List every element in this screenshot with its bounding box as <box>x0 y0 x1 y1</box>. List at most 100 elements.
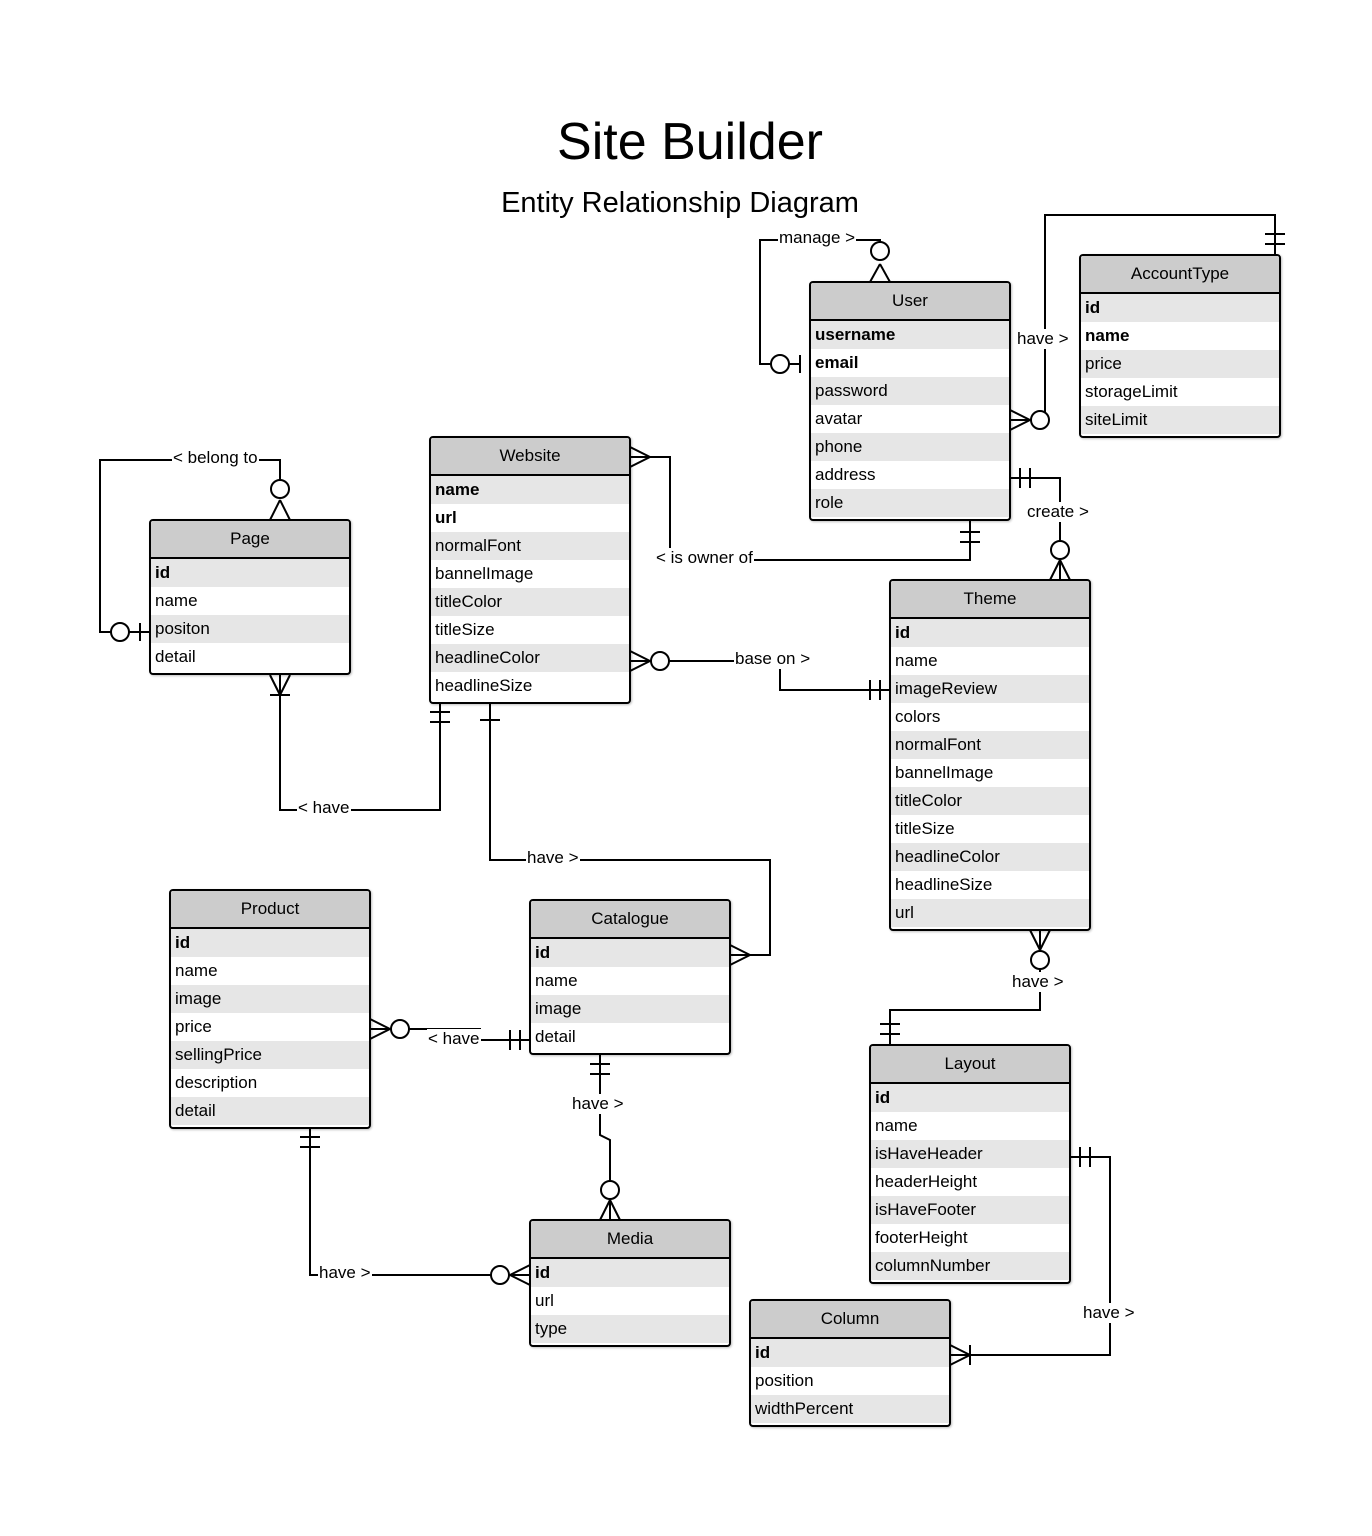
entity-header: Product <box>171 891 369 929</box>
attribute-row: description <box>175 1073 258 1092</box>
rel-layout-column <box>949 1147 1111 1366</box>
attribute-row: normalFont <box>431 532 629 560</box>
attribute-row: image <box>531 995 729 1023</box>
attribute-row: name <box>895 651 938 670</box>
label-page-belong: < belong to <box>172 448 259 468</box>
attribute-row: price <box>1081 350 1279 378</box>
attribute-row: id <box>531 1259 729 1287</box>
rel-theme-layout <box>880 929 1051 1045</box>
attribute-row: name <box>431 476 629 504</box>
rel-website-page <box>269 674 450 811</box>
attribute-row: id <box>1081 294 1279 322</box>
entity-attributes: name url normalFont bannelImage titleColor ti… <box>431 476 629 700</box>
attribute-row: image <box>171 985 369 1013</box>
rel-website-theme <box>629 650 890 700</box>
label-website-catalogue: have > <box>526 848 580 868</box>
label-layout-column: have > <box>1082 1303 1136 1323</box>
attribute-row: type <box>531 1315 729 1343</box>
attribute-row: detail <box>535 1027 576 1046</box>
attribute-row: email <box>815 353 859 372</box>
rel-product-media <box>300 1128 531 1286</box>
attribute-row: bannelImage <box>435 564 534 583</box>
entity-attributes: id name price storageLimit siteLimit <box>1081 294 1279 434</box>
rel-page-belong <box>99 459 291 642</box>
attribute-row: name <box>155 591 198 610</box>
attribute-row: id <box>531 939 729 967</box>
entity-header: Layout <box>871 1046 1069 1084</box>
attribute-row: imageReview <box>891 675 1089 703</box>
attribute-row: role <box>811 489 1009 517</box>
attribute-row: id <box>151 559 349 587</box>
attribute-row: headlineSize <box>435 676 533 695</box>
entity-attributes: id url type <box>531 1259 729 1343</box>
attribute-row: url <box>435 508 457 527</box>
attribute-row: name <box>1085 326 1130 345</box>
attribute-row: storageLimit <box>1085 382 1178 401</box>
attribute-row: titleSize <box>895 819 955 838</box>
label-website-user: < is owner of <box>655 548 754 568</box>
label-product-media: have > <box>318 1263 372 1283</box>
rel-user-manage <box>759 239 891 374</box>
label-user-accounttype: have > <box>1016 329 1070 349</box>
attribute-row: positon <box>151 615 349 643</box>
diagram-subtitle: Entity Relationship Diagram <box>501 187 859 219</box>
label-theme-layout: have > <box>1011 972 1065 992</box>
entity-attributes: username email password avatar phone address r… <box>811 321 1009 517</box>
diagram-title: Site Builder <box>557 113 823 171</box>
attribute-row: url <box>535 1291 554 1310</box>
entity-header: User <box>811 283 1009 321</box>
attribute-row: id <box>871 1084 1069 1112</box>
entity-header: Media <box>531 1221 729 1259</box>
attribute-row: headerHeight <box>875 1172 978 1191</box>
rel-user-theme <box>1010 468 1071 581</box>
label-user-theme: create > <box>1026 502 1090 522</box>
attribute-row: position <box>755 1371 814 1390</box>
attribute-row: avatar <box>815 409 863 428</box>
attribute-row: footerHeight <box>875 1228 968 1247</box>
label-catalogue-product: < have <box>427 1029 481 1049</box>
attribute-row: titleColor <box>431 588 629 616</box>
entity-header: Website <box>431 438 629 476</box>
attribute-row: username <box>811 321 1009 349</box>
attribute-row: phone <box>811 433 1009 461</box>
attribute-row: titleSize <box>435 620 495 639</box>
attribute-row: detail <box>171 1097 369 1125</box>
attribute-row: id <box>891 619 1089 647</box>
label-website-page: < have <box>297 798 351 818</box>
attribute-row: headlineColor <box>431 644 629 672</box>
attribute-row: titleColor <box>891 787 1089 815</box>
attribute-row: id <box>171 929 369 957</box>
rel-catalogue-media <box>590 1055 621 1221</box>
entity-header: Column <box>751 1301 949 1339</box>
attribute-row: headlineSize <box>895 875 993 894</box>
attribute-row: address <box>815 465 876 484</box>
attribute-row: columnNumber <box>871 1252 1069 1280</box>
attribute-row: siteLimit <box>1081 406 1279 434</box>
attribute-row: name <box>875 1116 918 1135</box>
rel-website-catalogue <box>480 703 771 966</box>
attribute-row: bannelImage <box>895 763 994 782</box>
rel-user-accounttype <box>1009 214 1285 431</box>
attribute-row: password <box>811 377 1009 405</box>
attribute-row: name <box>175 961 218 980</box>
attribute-row: id <box>751 1339 949 1367</box>
entity-header: Theme <box>891 581 1089 619</box>
entity-header: Page <box>151 521 349 559</box>
